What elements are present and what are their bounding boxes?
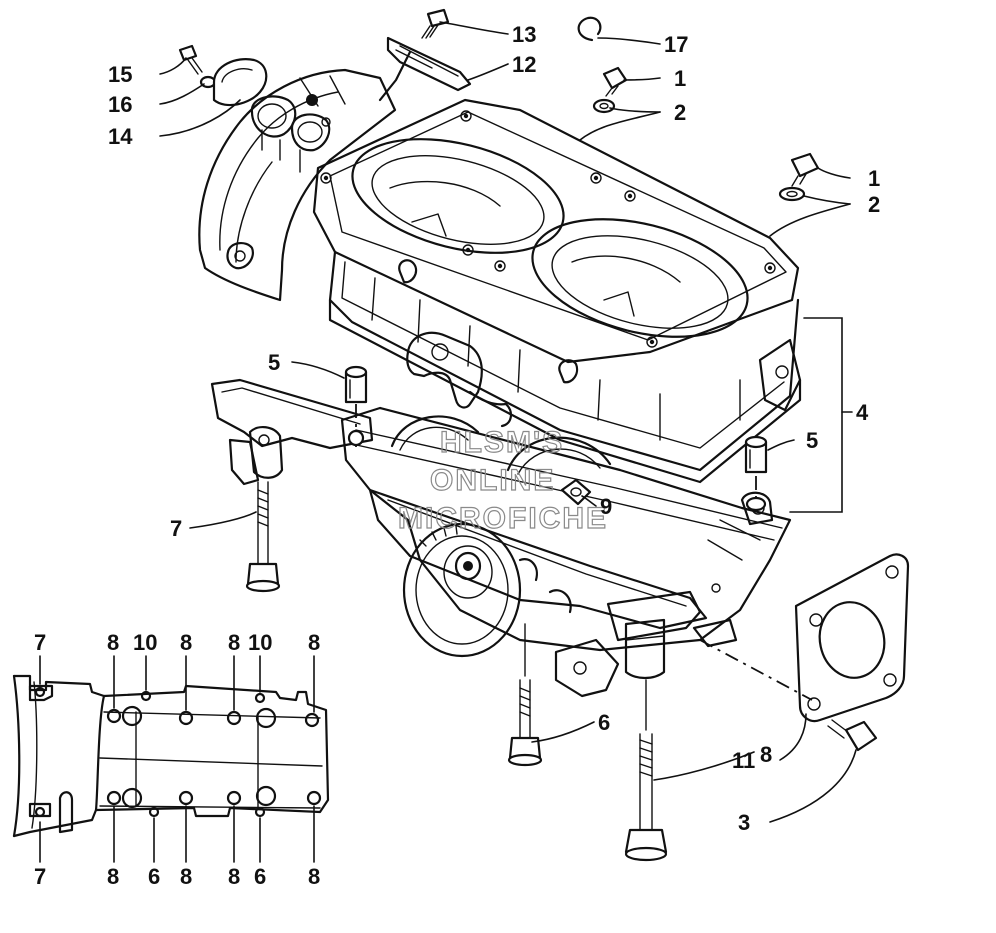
inset-top-label: 8	[107, 630, 119, 655]
callout-9: 9	[600, 494, 612, 519]
screw-part-3	[827, 719, 878, 752]
inset-top-label: 8	[180, 630, 192, 655]
inset-labels: 7 8 10 8 8 10 8 7 8 6 8 8 6 8	[34, 630, 320, 889]
inset-bottom-label: 7	[34, 864, 46, 889]
callout-1-upper: 1	[674, 66, 686, 91]
plug-part-1-right	[778, 152, 820, 202]
callout-labels: 15 16 14 13 12 17 1 2 1 2 4 5 5 9 7 6 8 …	[108, 22, 880, 835]
inset-bottom-label: 6	[148, 864, 160, 889]
inset-top-label: 8	[228, 630, 240, 655]
callout-7: 7	[170, 516, 182, 541]
gasket-part-11	[794, 553, 910, 723]
inset-top-label: 7	[34, 630, 46, 655]
leader-lines	[159, 21, 857, 823]
clip-ring-part-17	[577, 16, 602, 42]
callout-1-right: 1	[868, 166, 880, 191]
lower-crankcase	[210, 378, 792, 698]
plug-part-1-upper	[592, 66, 628, 114]
callout-15: 15	[108, 62, 132, 87]
upper-crankcase	[198, 68, 802, 484]
callout-3: 3	[738, 810, 750, 835]
screw-part-13	[421, 8, 450, 39]
inset-top-label: 8	[308, 630, 320, 655]
bracket-part-12	[378, 36, 472, 102]
inset-bottom-label: 8	[180, 864, 192, 889]
callout-2-upper: 2	[674, 100, 686, 125]
callout-4: 4	[856, 400, 869, 425]
callout-5-right: 5	[806, 428, 818, 453]
callout-5-left: 5	[268, 350, 280, 375]
watermark-line-1: HLSM'S	[440, 426, 564, 459]
bolt-part-6	[507, 623, 543, 767]
bolt-part-7	[245, 481, 281, 593]
callout-17: 17	[664, 32, 688, 57]
dowel-part-5-right	[744, 435, 768, 512]
inset-top-label: 10	[248, 630, 272, 655]
inset-top-label: 10	[133, 630, 157, 655]
dowel-part-5-left	[344, 365, 368, 450]
watermark-line-3: MICROFICHE	[398, 502, 608, 535]
watermark: HLSM'S ONLINE MICROFICHE	[397, 425, 608, 535]
callout-11: 11	[732, 748, 755, 773]
callout-2-right: 2	[868, 192, 880, 217]
callout-13: 13	[512, 22, 536, 47]
inset-bottom-label: 8	[107, 864, 119, 889]
inset-bottom-view	[12, 655, 330, 863]
inset-bottom-label: 8	[308, 864, 320, 889]
callout-6: 6	[598, 710, 610, 735]
bushing-part-9	[560, 478, 592, 506]
callout-16: 16	[108, 92, 132, 117]
alignment-line	[699, 639, 813, 701]
inset-bottom-label: 8	[228, 864, 240, 889]
callout-12: 12	[512, 52, 536, 77]
watermark-line-2: ONLINE	[430, 464, 555, 497]
cover-parts-14-15-16	[178, 44, 331, 173]
bolt-part-8	[624, 679, 668, 862]
inset-bottom-label: 6	[254, 864, 266, 889]
callout-14: 14	[108, 124, 133, 149]
callout-8: 8	[760, 742, 772, 767]
